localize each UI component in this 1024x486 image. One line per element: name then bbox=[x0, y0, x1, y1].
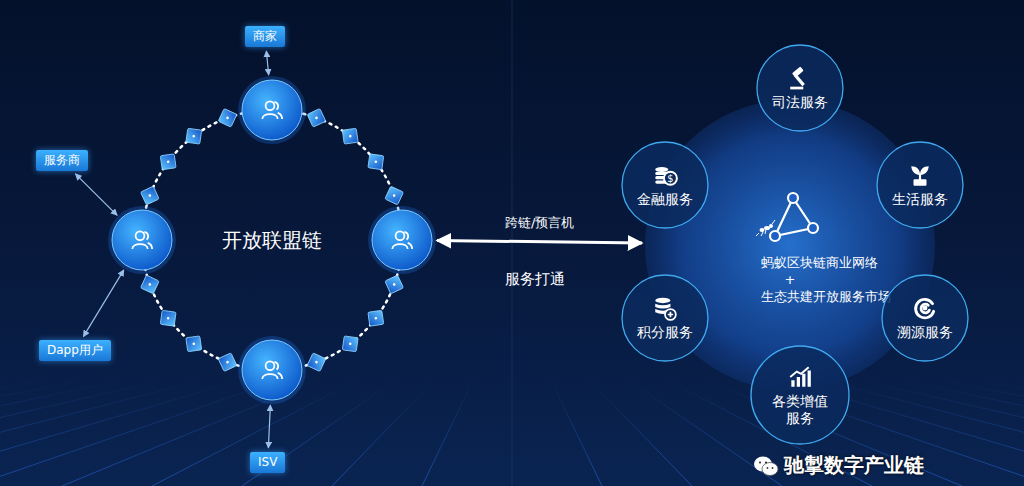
member-node bbox=[372, 210, 432, 270]
member-node bbox=[242, 340, 302, 400]
block-cube bbox=[307, 109, 326, 128]
svg-text:$: $ bbox=[667, 173, 673, 184]
network-icon bbox=[755, 186, 825, 248]
block-cube bbox=[307, 353, 326, 372]
block-cube bbox=[160, 154, 176, 170]
box-text: ISV bbox=[258, 455, 277, 469]
service-text: 生活服务 bbox=[892, 191, 948, 208]
member-node bbox=[242, 80, 302, 140]
block-cube bbox=[368, 154, 384, 170]
node-glow bbox=[238, 336, 306, 404]
block-cube bbox=[141, 186, 160, 205]
watermark: 驰掣数字产业链 bbox=[784, 452, 924, 479]
service-circle: $ 金融服务 bbox=[621, 141, 709, 229]
wechat-icon bbox=[752, 454, 780, 478]
block-cube bbox=[342, 128, 358, 144]
connector bbox=[83, 270, 123, 337]
service-text: 金融服务 bbox=[637, 191, 693, 208]
service-icon bbox=[787, 65, 813, 91]
block-cube bbox=[141, 275, 160, 294]
service-circle: 各类增值服务 bbox=[750, 345, 850, 445]
block-cube bbox=[186, 128, 202, 144]
connector bbox=[268, 405, 270, 448]
connector bbox=[437, 240, 642, 243]
block-cube bbox=[218, 353, 237, 372]
service-ring bbox=[621, 274, 709, 362]
service-icon bbox=[652, 295, 678, 321]
node-glow bbox=[368, 206, 436, 274]
ring-title: 开放联盟链 bbox=[222, 227, 322, 254]
service-text: 积分服务 bbox=[637, 324, 693, 341]
block-cube bbox=[368, 310, 384, 326]
connector bbox=[75, 174, 117, 216]
connector bbox=[266, 51, 268, 75]
service-text: 溯源服务 bbox=[897, 324, 953, 341]
edge-note: 服务打通 bbox=[505, 270, 565, 289]
block-cube bbox=[160, 310, 176, 326]
block-cube bbox=[385, 186, 404, 205]
block-cube bbox=[385, 275, 404, 294]
service-circle: 司法服务 bbox=[756, 44, 844, 132]
ring-center: 开放联盟链 bbox=[106, 74, 438, 406]
node-glow bbox=[108, 206, 176, 274]
service-text: 各类增值服务 bbox=[771, 393, 829, 427]
box-text: Dapp用户 bbox=[47, 343, 103, 357]
user-icon bbox=[132, 231, 152, 249]
user-icon bbox=[262, 361, 282, 379]
edge-label: 跨链/预言机 bbox=[505, 214, 574, 232]
service-ring bbox=[621, 141, 709, 229]
user-icon bbox=[392, 231, 412, 249]
block-cube bbox=[186, 336, 202, 352]
box-text: 商家 bbox=[253, 29, 277, 43]
node-glow bbox=[238, 76, 306, 144]
label-box: Dapp用户 bbox=[39, 340, 111, 361]
service-icon bbox=[907, 162, 933, 188]
market-text: 蚂蚁区块链商业网络+ 生态共建开放服务市场 bbox=[761, 254, 819, 305]
ring-dots bbox=[142, 110, 402, 370]
service-icon bbox=[912, 295, 938, 321]
label-box: ISV bbox=[250, 452, 285, 473]
divider bbox=[512, 0, 513, 486]
block-cube bbox=[342, 336, 358, 352]
member-node bbox=[112, 210, 172, 270]
label-box: 商家 bbox=[245, 26, 285, 47]
service-text: 司法服务 bbox=[772, 94, 828, 111]
chain-ring: 开放联盟链 bbox=[106, 74, 438, 406]
service-circle: 溯源服务 bbox=[881, 274, 969, 362]
service-circle: 积分服务 bbox=[621, 274, 709, 362]
block-cube bbox=[218, 109, 237, 128]
service-circle: 生活服务 bbox=[876, 141, 964, 229]
service-icon bbox=[787, 364, 813, 390]
service-icon: $ bbox=[652, 162, 678, 188]
box-text: 服务商 bbox=[44, 153, 80, 167]
user-icon bbox=[262, 101, 282, 119]
label-box: 服务商 bbox=[36, 150, 88, 171]
